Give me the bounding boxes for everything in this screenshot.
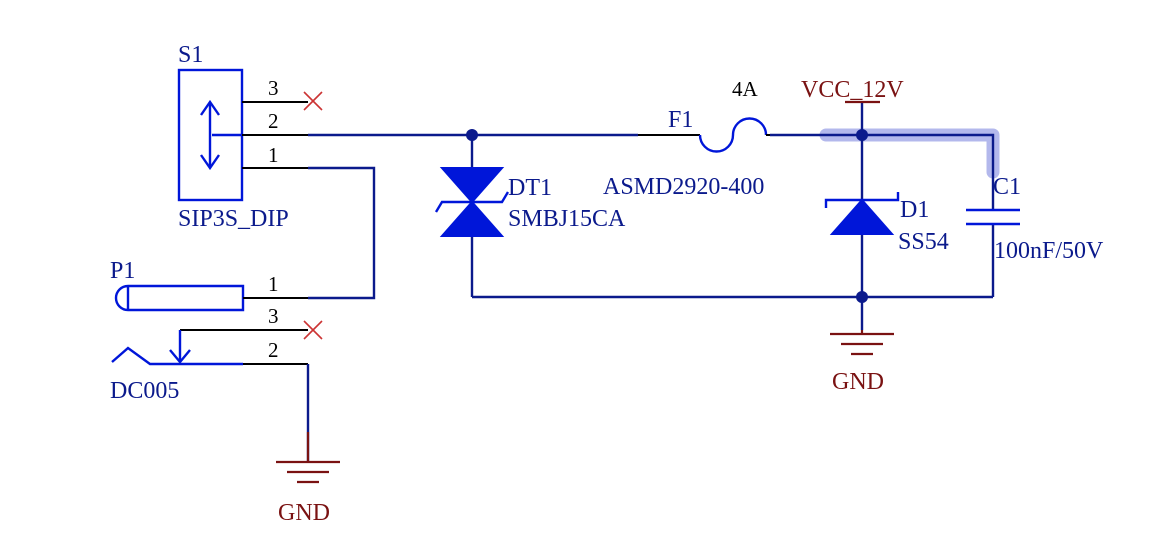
fuse-rating-label: 4A xyxy=(732,77,759,101)
switch-updown-arrow-icon xyxy=(200,99,242,171)
switch-pin-3-noconnect-icon xyxy=(303,91,323,111)
switch-s1[interactable]: S1 SIP3S_DIP 3 2 1 xyxy=(177,42,323,232)
switch-pin-3-label: 3 xyxy=(268,76,279,100)
power-port-vcc[interactable]: VCC_12V xyxy=(801,77,904,104)
connector-p1[interactable]: P1 DC005 1 3 2 xyxy=(110,258,323,404)
wires xyxy=(306,102,995,462)
ground-label: GND xyxy=(278,500,330,526)
diode-ref-label: D1 xyxy=(900,197,929,223)
wire-switch-to-connector xyxy=(308,166,376,300)
tvs-part-label: SMBJ15CA xyxy=(508,206,626,232)
tvs-zener-bar xyxy=(434,191,510,213)
connector-pin-3-label: 3 xyxy=(268,304,279,328)
vcc-net-highlight xyxy=(819,128,1000,179)
vcc-net-label: VCC_12V xyxy=(801,77,904,103)
fuse-part-label: ASMD2920-400 xyxy=(603,174,764,200)
junction-dot xyxy=(856,129,868,141)
capacitor-value-label: 100nF/50V xyxy=(994,238,1104,264)
connector-part-label: DC005 xyxy=(110,378,179,404)
switch-pin-1-label: 1 xyxy=(268,143,279,167)
capacitor-c1[interactable]: C1 100nF/50V xyxy=(966,174,1104,264)
connector-pin-2-label: 2 xyxy=(268,338,279,362)
switch-pin-2-label: 2 xyxy=(268,109,279,133)
fuse-symbol xyxy=(698,117,768,153)
connector-contact-symbol xyxy=(111,330,243,366)
switch-footprint-label: SIP3S_DIP xyxy=(178,206,289,232)
switch-ref-label: S1 xyxy=(178,42,203,68)
ground-symbol-right[interactable]: GND xyxy=(830,330,894,395)
tvs-lower-triangle xyxy=(439,200,505,237)
fuse-f1[interactable]: 4A F1 ASMD2920-400 xyxy=(603,77,770,200)
fuse-ref-label: F1 xyxy=(668,107,693,133)
junction-dot xyxy=(856,291,868,303)
tvs-ref-label: DT1 xyxy=(508,175,552,201)
diode-d1[interactable]: D1 SS54 xyxy=(824,192,949,255)
tvs-upper-triangle xyxy=(439,167,505,204)
capacitor-ref-label: C1 xyxy=(993,174,1021,200)
connector-ref-label: P1 xyxy=(110,258,135,284)
tvs-dt1[interactable]: DT1 SMBJ15CA xyxy=(434,167,626,237)
junction-dot xyxy=(466,129,478,141)
diode-part-label: SS54 xyxy=(898,229,949,255)
wire-cap-top xyxy=(862,133,995,210)
diode-schottky-bar xyxy=(824,192,900,208)
connector-pin-1-label: 1 xyxy=(268,272,279,296)
connector-plug-body xyxy=(114,284,245,312)
diode-triangle xyxy=(829,198,895,235)
ground-symbol-left[interactable]: GND xyxy=(276,432,340,526)
ground-label: GND xyxy=(832,369,884,395)
connector-pin-3-noconnect-icon xyxy=(303,320,323,340)
